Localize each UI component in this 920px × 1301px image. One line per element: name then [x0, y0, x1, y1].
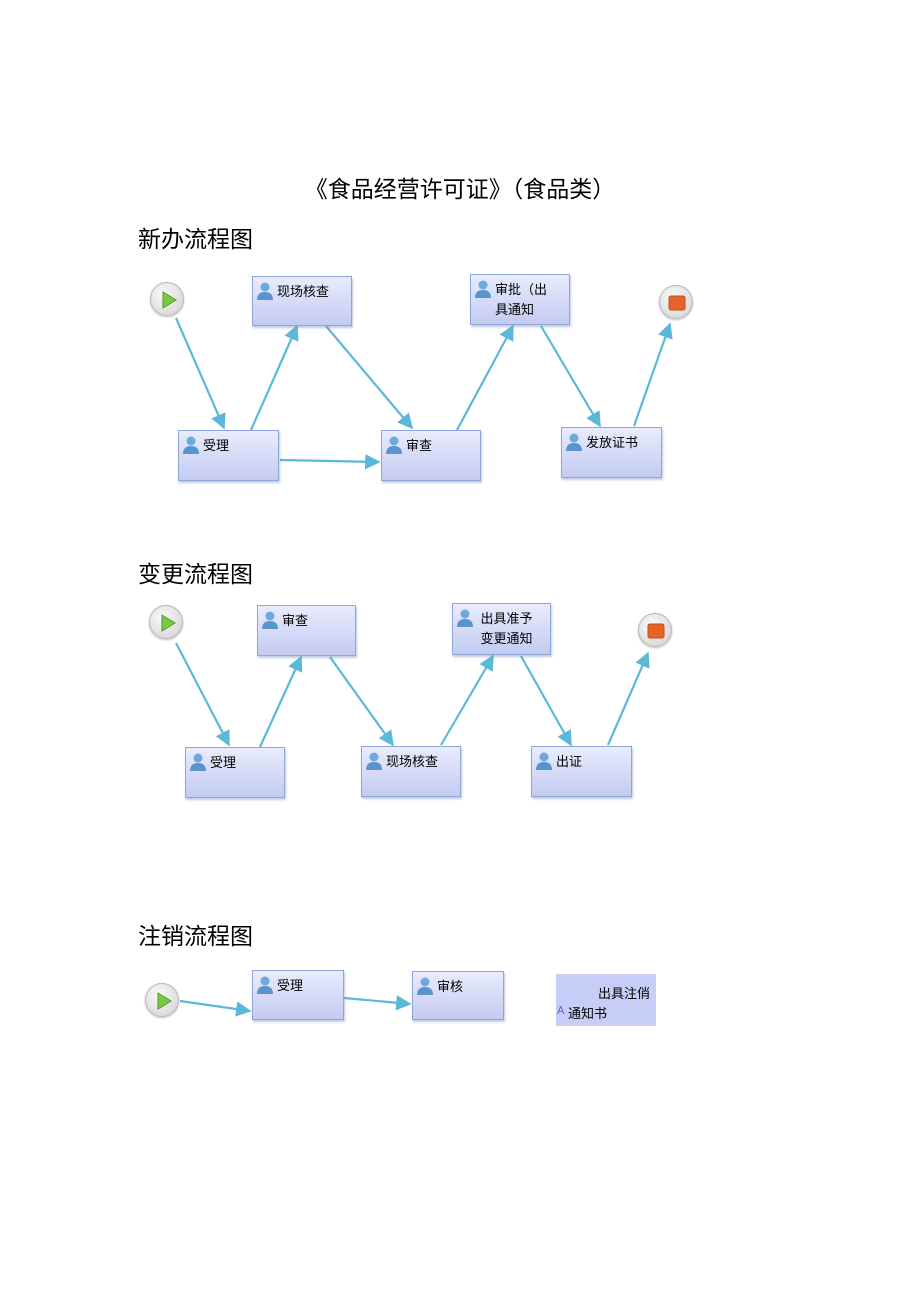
node-cancel-accept[interactable]: 受理: [252, 970, 344, 1020]
arrow-new-accept-to-review: [279, 454, 381, 470]
node-label: 审查: [282, 614, 309, 629]
document-title: 《食品经营许可证》（食品类）: [304, 177, 616, 203]
user-icon: [183, 436, 199, 454]
user-icon: [475, 280, 491, 298]
cancel-notice-line1: 出具注俏: [598, 987, 651, 1002]
user-icon: [257, 282, 273, 300]
arrow-new-inspect-to-review: [325, 325, 413, 430]
node-change-accept[interactable]: 受理: [185, 747, 285, 798]
end-stop-icon: [638, 613, 672, 647]
user-icon: [262, 611, 278, 629]
section-title-change: 变更流程图: [138, 562, 253, 588]
section-title-new: 新办流程图: [138, 227, 253, 253]
arrow-change-notice-to-issue: [520, 655, 572, 747]
start-play-icon: [145, 983, 179, 1017]
node-new-issue-license[interactable]: 发放证书: [561, 427, 662, 478]
node-label: 出证: [556, 755, 583, 770]
start-play-icon: [150, 282, 184, 316]
node-cancel-audit[interactable]: 审核: [412, 971, 504, 1020]
node-change-onsite-inspection[interactable]: 现场核查: [361, 746, 461, 797]
user-icon: [257, 976, 273, 994]
node-change-issue[interactable]: 出证: [531, 746, 632, 797]
node-label: 受理: [277, 979, 304, 994]
node-new-approval[interactable]: 审批（出具通知: [470, 274, 570, 325]
user-icon: [457, 609, 473, 627]
arrow-new-issue-to-end: [632, 322, 673, 427]
node-cancel-notice[interactable]: 出具注俏 A 通知书: [556, 974, 656, 1026]
arrow-change-start-to-accept: [175, 642, 230, 747]
arrow-change-issue-to-end: [606, 651, 650, 746]
start-play-icon: [149, 605, 183, 639]
user-icon: [566, 433, 582, 451]
arrow-change-review-to-inspect: [329, 656, 394, 747]
node-label: 受理: [203, 439, 230, 454]
node-label: 审查: [406, 439, 433, 454]
node-new-accept[interactable]: 受理: [178, 430, 279, 481]
user-icon: [417, 977, 433, 995]
arrow-cancel-accept-to-audit: [343, 995, 412, 1011]
node-label: 现场核查: [277, 285, 330, 300]
node-label: 审核: [437, 980, 464, 995]
arrow-new-review-to-approve: [456, 324, 514, 431]
arrow-change-accept-to-review: [258, 655, 303, 748]
end-stop-icon: [659, 285, 693, 319]
node-label: 发放证书: [586, 436, 639, 451]
cancel-notice-marker: A: [557, 1004, 565, 1017]
section-title-cancel: 注销流程图: [138, 924, 253, 950]
arrow-new-accept-to-inspect: [249, 324, 299, 431]
node-label: 受理: [210, 756, 237, 771]
node-label: 审批（出具通知: [495, 283, 548, 318]
node-new-review[interactable]: 审查: [381, 430, 481, 481]
node-label: 现场核查: [386, 755, 439, 770]
node-new-onsite-inspection[interactable]: 现场核查: [252, 276, 352, 326]
arrow-cancel-start-to-accept: [179, 999, 252, 1017]
arrow-new-approve-to-issue: [540, 325, 601, 428]
arrow-new-start-to-accept: [174, 317, 226, 430]
arrow-change-inspect-to-notice: [440, 654, 494, 746]
node-label: 出具准予变更通知: [480, 612, 533, 647]
cancel-notice-line2: 通知书: [568, 1007, 608, 1022]
user-icon: [190, 753, 206, 771]
node-change-review[interactable]: 审查: [257, 605, 356, 656]
user-icon: [386, 436, 402, 454]
user-icon: [536, 752, 552, 770]
node-change-approval-notice[interactable]: 出具准予变更通知: [452, 603, 551, 655]
user-icon: [366, 752, 382, 770]
